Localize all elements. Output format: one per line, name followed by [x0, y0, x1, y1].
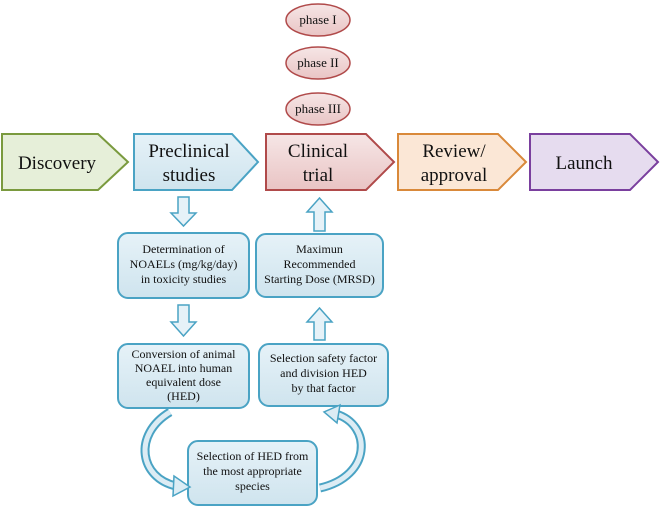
step-safety: Selection safety factor and division HED… — [258, 343, 389, 407]
stage-clinical-line2: trial — [303, 165, 334, 186]
step-selection-line1: Selection of HED from — [197, 449, 309, 463]
phase-1-label: phase I — [299, 12, 336, 27]
step-conversion: Conversion of animal NOAEL into human eq… — [117, 343, 250, 409]
step-safety-line1: Selection safety factor — [270, 351, 377, 365]
step-noael-line3: in toxicity studies — [141, 272, 227, 286]
phase-2-label: phase II — [297, 55, 339, 70]
step-mrsd-line2: Recommended — [284, 257, 356, 271]
step-safety-line3: by that factor — [292, 381, 356, 395]
step-noael: Determination of NOAELs (mg/kg/day) in t… — [117, 232, 250, 299]
arrow-up-safety — [305, 306, 334, 341]
stage-review-line1: Review/ — [422, 141, 486, 162]
step-conversion-line4: (HED) — [167, 389, 200, 403]
stage-launch: Launch — [529, 133, 660, 191]
curved-arrow-left — [140, 408, 192, 498]
step-selection-line2: the most appropriate — [203, 464, 302, 478]
stage-preclinical-line1: Preclinical — [148, 141, 229, 162]
step-conversion-line1: Conversion of animal — [132, 347, 237, 361]
step-conversion-line3: equivalent dose — [146, 375, 221, 389]
step-conversion-line2: NOAEL into human — [135, 361, 233, 375]
phase-3-node: phase III — [285, 92, 351, 126]
step-noael-line1: Determination of — [142, 242, 224, 256]
stage-preclinical-line2: studies — [163, 165, 216, 186]
arrow-up-mrsd — [305, 196, 334, 232]
step-mrsd: Maximun Recommended Starting Dose (MRSD) — [255, 233, 384, 298]
stage-preclinical: Preclinical studies — [133, 133, 260, 191]
stage-review-line2: approval — [421, 165, 487, 186]
phase-2-node: phase II — [285, 46, 351, 80]
step-mrsd-line1: Maximun — [296, 242, 343, 256]
step-safety-line2: and division HED — [280, 366, 367, 380]
step-noael-line2: NOAELs (mg/kg/day) — [130, 257, 238, 271]
phase-3-label: phase III — [295, 101, 341, 116]
stage-discovery: Discovery — [1, 133, 130, 191]
stage-review: Review/ approval — [397, 133, 528, 191]
arrow-down-preclinical — [169, 196, 198, 228]
step-selection-line3: species — [235, 479, 270, 493]
stage-clinical-line1: Clinical — [288, 141, 348, 162]
curved-arrow-right — [318, 403, 366, 493]
phase-1-node: phase I — [285, 3, 351, 37]
step-mrsd-line3: Starting Dose (MRSD) — [264, 272, 375, 286]
stage-clinical: Clinical trial — [265, 133, 396, 191]
stage-discovery-label: Discovery — [18, 153, 97, 174]
arrow-down-noael — [169, 304, 198, 338]
stage-launch-label: Launch — [556, 153, 613, 174]
step-selection-hed: Selection of HED from the most appropria… — [187, 440, 318, 506]
